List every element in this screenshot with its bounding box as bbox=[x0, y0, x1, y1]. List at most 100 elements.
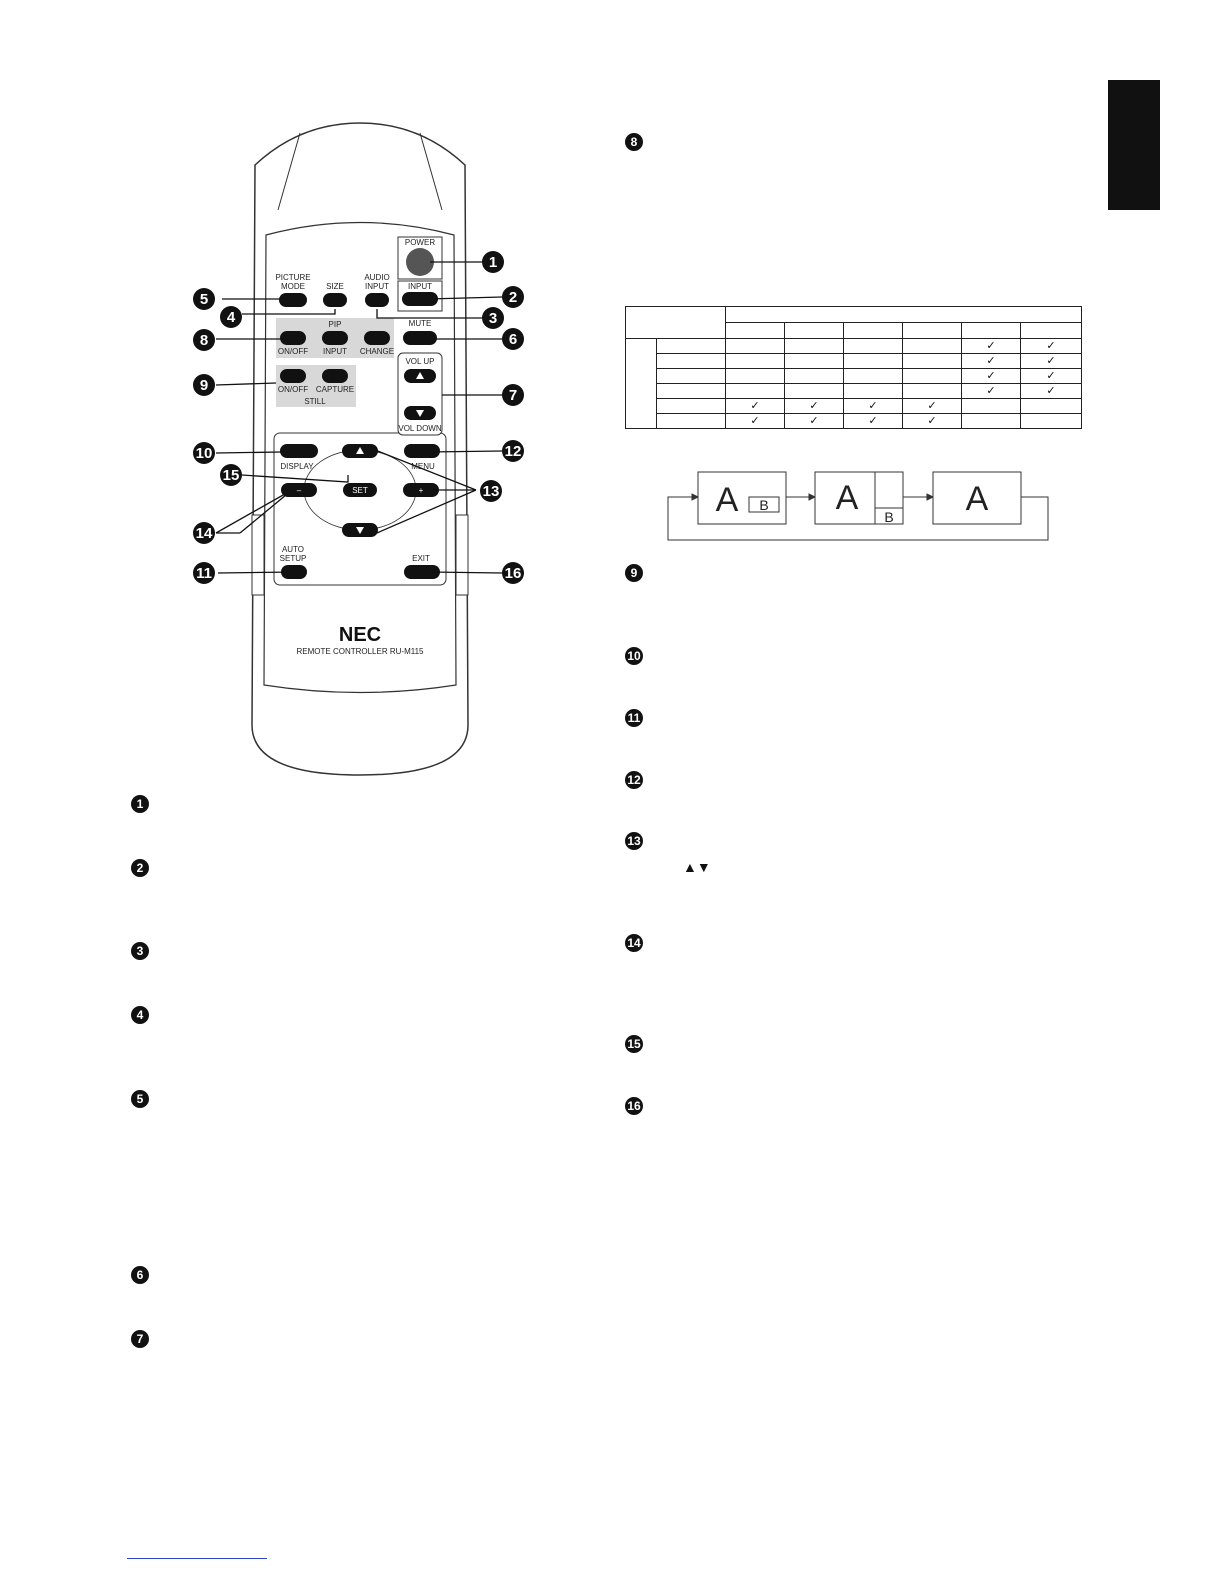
table-cell bbox=[784, 368, 844, 384]
table-cell bbox=[725, 368, 785, 384]
table-row: ✓ ✓ bbox=[626, 353, 1082, 369]
svg-text:14: 14 bbox=[196, 525, 213, 542]
table-cell bbox=[725, 383, 785, 399]
table-col-header bbox=[1020, 322, 1082, 339]
table-cell bbox=[784, 353, 844, 369]
audio-input-label-1: AUDIO bbox=[364, 273, 389, 282]
table-cell: ✓ bbox=[725, 413, 785, 429]
callout-7 bbox=[502, 384, 524, 406]
table-col-header bbox=[725, 322, 785, 339]
callout-14 bbox=[193, 522, 215, 544]
power-button[interactable] bbox=[406, 248, 434, 276]
marker-8: 8 bbox=[625, 133, 643, 151]
still-on-off-button[interactable] bbox=[280, 369, 306, 383]
table-cell: ✓ bbox=[1020, 368, 1082, 384]
svg-text:13: 13 bbox=[483, 483, 500, 500]
mute-button[interactable] bbox=[403, 331, 437, 345]
input-button[interactable] bbox=[402, 292, 438, 306]
display-button[interactable] bbox=[280, 444, 318, 458]
table-cell: ✓ bbox=[784, 398, 844, 414]
table-cell bbox=[725, 353, 785, 369]
still-on-off-label: ON/OFF bbox=[278, 385, 308, 394]
still-capture-button[interactable] bbox=[322, 369, 348, 383]
exit-button[interactable] bbox=[404, 565, 440, 579]
callout-3 bbox=[482, 307, 504, 329]
table-cell bbox=[902, 368, 962, 384]
pip-change-button[interactable] bbox=[364, 331, 390, 345]
svg-text:2: 2 bbox=[509, 289, 517, 306]
table-cell: ✓ bbox=[961, 353, 1021, 369]
svg-text:16: 16 bbox=[505, 565, 522, 582]
menu-label: MENU bbox=[411, 462, 435, 471]
callout-16 bbox=[502, 562, 524, 584]
pip-input-label: INPUT bbox=[323, 347, 347, 356]
picture-mode-button[interactable] bbox=[279, 293, 307, 307]
pip-frame-1-main: A bbox=[716, 481, 739, 519]
marker-14: 14 bbox=[625, 934, 643, 952]
table-row: ✓ ✓ ✓ ✓ bbox=[626, 398, 1082, 414]
model-label: REMOTE CONTROLLER RU-M115 bbox=[297, 647, 425, 656]
marker-11: 11 bbox=[625, 709, 643, 727]
callout-2 bbox=[502, 286, 524, 308]
size-button[interactable] bbox=[323, 293, 347, 307]
plus-button[interactable] bbox=[403, 483, 439, 497]
table-cell bbox=[902, 353, 962, 369]
table-row-header bbox=[656, 338, 726, 354]
nec-logo: NEC bbox=[339, 624, 381, 646]
marker-5: 5 bbox=[131, 1090, 149, 1108]
table-cell bbox=[961, 413, 1021, 429]
marker-3: 3 bbox=[131, 942, 149, 960]
table-cell: ✓ bbox=[902, 398, 962, 414]
marker-2: 2 bbox=[131, 859, 149, 877]
picture-mode-label-1: PICTURE bbox=[275, 273, 310, 282]
set-button[interactable] bbox=[343, 483, 377, 497]
table-cell bbox=[902, 338, 962, 354]
pip-frame-2-main: A bbox=[836, 479, 859, 517]
marker-10: 10 bbox=[625, 647, 643, 665]
table-cell bbox=[843, 383, 903, 399]
table-col-header bbox=[902, 322, 962, 339]
table-row-header bbox=[656, 413, 726, 429]
table-cell bbox=[843, 368, 903, 384]
size-label: SIZE bbox=[326, 282, 344, 291]
table-cell: ✓ bbox=[961, 368, 1021, 384]
marker-7: 7 bbox=[131, 1330, 149, 1348]
table-cell bbox=[784, 338, 844, 354]
mute-label: MUTE bbox=[409, 319, 432, 328]
table-col-header bbox=[843, 322, 903, 339]
marker-6: 6 bbox=[131, 1266, 149, 1284]
menu-button[interactable] bbox=[404, 444, 440, 458]
remote-illustration: POWER INPUT PICTURE MODE SIZE AUDIO INPU… bbox=[193, 122, 524, 776]
footnote-rule bbox=[127, 1558, 267, 1559]
table-cell bbox=[961, 398, 1021, 414]
language-tab bbox=[1108, 80, 1160, 210]
minus-button[interactable] bbox=[281, 483, 317, 497]
pip-on-off-button[interactable] bbox=[280, 331, 306, 345]
exit-label: EXIT bbox=[412, 554, 430, 563]
table-corner-cell bbox=[625, 306, 726, 339]
callout-11 bbox=[193, 562, 215, 584]
table-cell bbox=[843, 353, 903, 369]
pip-compatibility-table: ✓ ✓ ✓ ✓ ✓ ✓ ✓ ✓ ✓ ✓ ✓ ✓ ✓ bbox=[625, 306, 1082, 429]
display-label: DISPLAY bbox=[280, 462, 314, 471]
pip-input-button[interactable] bbox=[322, 331, 348, 345]
audio-input-button[interactable] bbox=[365, 293, 389, 307]
plus-label: + bbox=[419, 486, 424, 495]
svg-text:8: 8 bbox=[200, 332, 208, 349]
pip-frame-off bbox=[932, 471, 1022, 525]
table-row: ✓ ✓ ✓ ✓ bbox=[626, 413, 1082, 429]
callout-1 bbox=[482, 251, 504, 273]
marker-4: 4 bbox=[131, 1006, 149, 1024]
pip-frame-1-sub: B bbox=[759, 497, 768, 513]
pip-change-label: CHANGE bbox=[360, 347, 394, 356]
callout-10 bbox=[193, 442, 215, 464]
table-cell: ✓ bbox=[961, 383, 1021, 399]
svg-text:12: 12 bbox=[505, 443, 522, 460]
marker-9: 9 bbox=[625, 564, 643, 582]
auto-setup-label-1: AUTO bbox=[282, 545, 304, 554]
marker-12: 12 bbox=[625, 771, 643, 789]
callout-15 bbox=[220, 464, 242, 486]
table-cell: ✓ bbox=[843, 413, 903, 429]
callout-4 bbox=[220, 306, 242, 328]
table-cell: ✓ bbox=[843, 398, 903, 414]
